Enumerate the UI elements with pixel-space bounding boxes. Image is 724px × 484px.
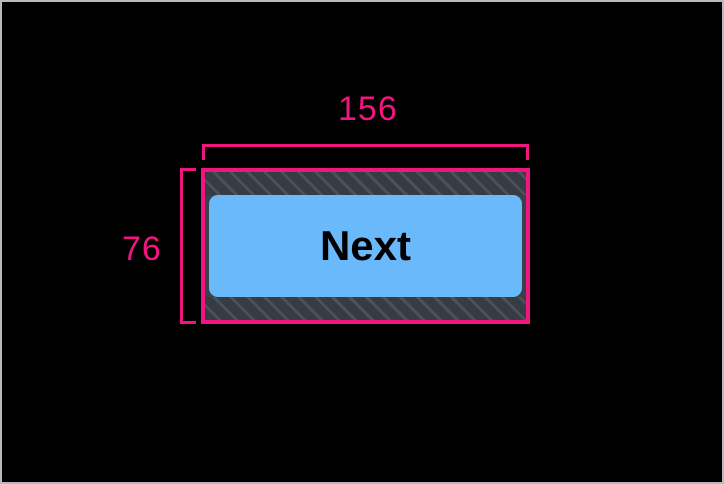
next-button[interactable]: Next [205,172,526,320]
padding-hatch-top [205,172,526,195]
next-button-surface[interactable]: Next [209,195,522,297]
element-highlight-box[interactable]: Next [201,168,530,324]
padding-hatch-bottom [205,297,526,320]
height-dimension-label: 76 [122,230,162,268]
width-dimension-label: 156 [338,90,398,128]
next-button-label: Next [319,222,412,269]
height-dimension-bracket-icon [180,168,196,324]
width-dimension-bracket-icon [202,144,529,160]
